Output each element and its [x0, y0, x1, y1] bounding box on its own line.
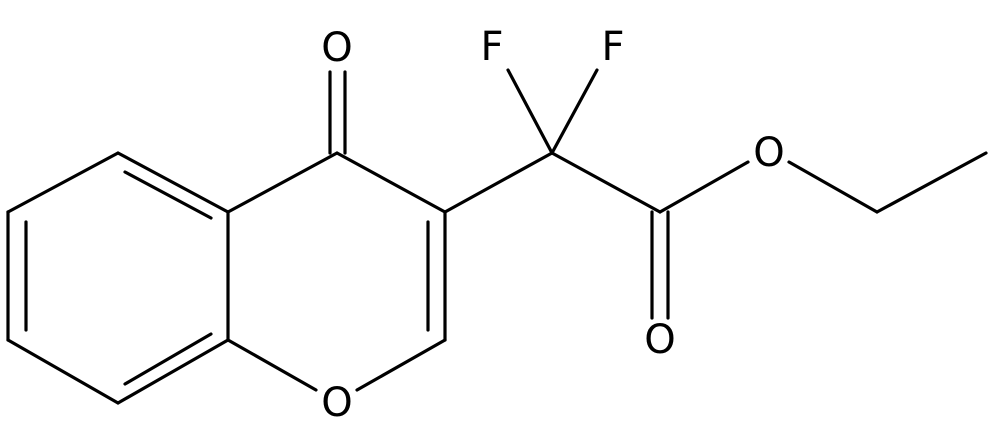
bond-c4a-c4 [226, 151, 339, 214]
bond-benzene-6 [6, 151, 120, 214]
bonds [6, 68, 988, 405]
ester-carbonyl-oxygen-label: O [644, 317, 675, 363]
bond-c4-c3 [335, 151, 447, 214]
bond-ester-o-ch2 [787, 160, 879, 214]
fluorine-right-label: F [601, 24, 624, 70]
bond-c3-cf2 [443, 151, 554, 214]
bond-ch2-ch3 [875, 151, 988, 214]
bond-ester-c-o-single [658, 160, 750, 214]
bond-benzene-3 [116, 338, 230, 405]
bond-cf2-f-right [550, 68, 599, 155]
bond-benzene-1 [116, 151, 230, 214]
fluorine-left-label: F [480, 24, 503, 70]
bond-o1-c8a [226, 338, 318, 392]
bond-cf2-f-left [506, 68, 554, 155]
atom-labels: O O F F O O [321, 24, 784, 426]
bond-benzene-3-inner [123, 332, 213, 386]
ester-oxygen-label: O [753, 130, 784, 176]
bond-c2-o1 [355, 338, 447, 392]
bond-benzene-1-inner [123, 170, 213, 220]
ring-oxygen-label: O [321, 380, 352, 426]
carbonyl-oxygen-label: O [321, 25, 352, 71]
bond-benzene-4 [6, 338, 120, 405]
bond-cf2-ester-c [550, 151, 662, 214]
